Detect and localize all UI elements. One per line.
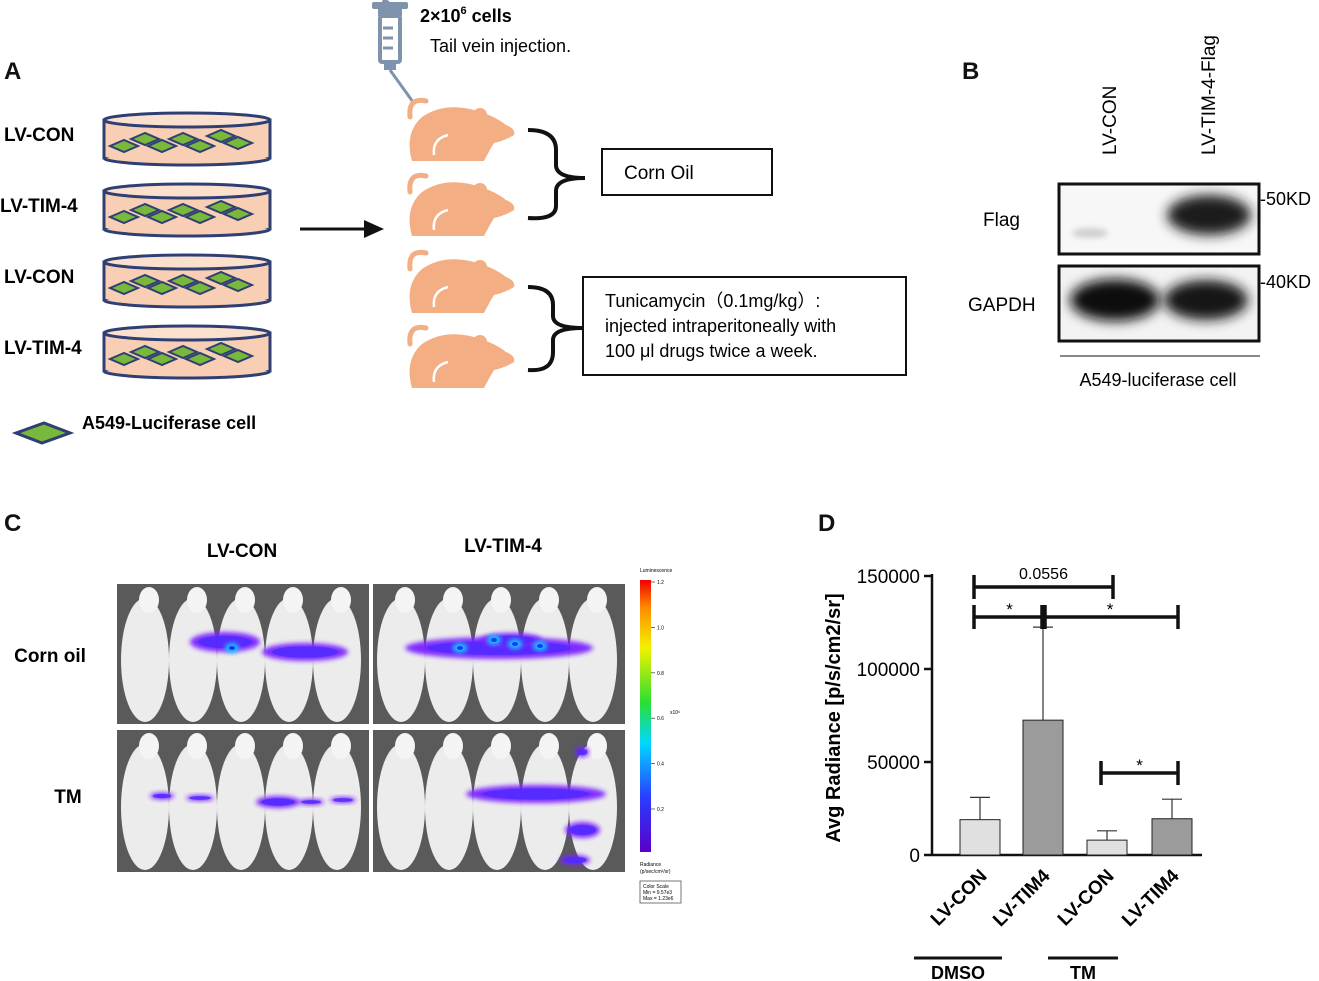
group-label: TM [1070,963,1096,981]
category-label: LV-TIM4 [989,865,1055,931]
corn-oil-box [601,148,773,196]
color-scale-box [639,880,682,904]
imaging-frame [117,584,369,724]
scale-tick-label: 1.0 [657,625,664,631]
mouse-icon [407,97,515,161]
imaging-frame [117,730,369,872]
category-label: LV-CON [927,866,992,931]
radiance-line-1: Radiance [640,862,661,868]
significance-label: 0.0556 [1019,566,1068,583]
row-label-corn-oil: Corn oil [14,646,86,667]
culture-dish [102,182,272,238]
panel-a-label: A [4,58,22,85]
column-label-lv-tim4: LV-TIM-4 [464,536,542,557]
arrow-icon [300,220,384,238]
tunicamycin-box [582,276,907,376]
mouse-group [407,97,515,388]
imaging-grid [117,584,625,872]
dish-label: LV-CON [4,267,74,288]
imaging-frame [373,730,625,872]
tunicamycin-line-2: injected intraperitoneally with [605,316,836,336]
column-label-lv-con: LV-CON [207,541,277,562]
culture-dish [102,324,272,380]
dish-label: LV-TIM-4 [0,196,78,217]
panel-d-bar-chart: Avg Radiance [p/s/cm2/sr] 0 50000 100000 15… [823,566,1202,981]
brace-corn-oil [527,128,586,221]
y-tick-label: 150000 [857,567,920,588]
marker-40kd: -40KD [1260,272,1311,292]
y-axis-label: Avg Radiance [p/s/cm2/sr] [823,593,845,842]
panel-a-schematic: 2×106 cells Tail vein injection. LV-CONL… [0,0,907,445]
dish-label: LV-CON [4,125,74,146]
scale-unit: x10⁶ [670,710,680,716]
scale-tick-label: 0.8 [657,671,664,677]
cell-legend-icon [11,421,75,445]
panel-c-label: C [4,510,22,537]
significance-label: * [1006,600,1013,619]
color-scale-line-2: Min = 9.57e3 [643,890,672,896]
panel-b-western-blot: LV-CON LV-TIM-4-Flag Flag GAPDH -50KD -4… [968,35,1311,390]
scale-tick-group: 1.2 1.0 0.8 0.6 0.4 0.2 [651,580,664,813]
y-tick-label: 100000 [857,660,920,681]
brace-tunicamycin [527,285,584,373]
significance-bracket [1099,761,1180,785]
mouse-icon [407,172,515,236]
panel-b-label: B [962,58,980,85]
tunicamycin-line-3: 100 μl drugs twice a week. [605,341,817,361]
marker-50kd: -50KD [1260,189,1311,209]
bar [959,819,1001,856]
injection-route-text: Tail vein injection. [430,36,571,56]
bar [1022,719,1064,856]
scale-tick-label: 0.6 [657,716,664,722]
bar [1151,818,1193,856]
corn-oil-text: Corn Oil [624,163,694,184]
category-label: LV-TIM4 [1118,865,1184,931]
lane-label-lv-tim4-flag: LV-TIM-4-Flag [1199,35,1220,155]
tunicamycin-line-1: Tunicamycin（0.1mg/kg）: [605,291,820,311]
significance-label: * [1107,600,1114,619]
significance-bracket [972,575,1115,599]
scale-title: Luminescence [640,568,672,574]
gapdh-band-2 [1164,280,1248,320]
bar [1086,839,1128,856]
radiance-line-2: (p/sec/cm²/sr) [640,869,671,875]
flag-band [1167,195,1251,235]
y-tick-label: 50000 [867,753,920,774]
culture-dish [102,253,272,309]
category-label: LV-CON [1054,866,1119,931]
group-label: DMSO [931,963,985,981]
cell-legend-label: A549-Luciferase cell [82,413,256,433]
scale-tick-label: 1.2 [657,580,664,586]
row-label-tm: TM [54,787,81,808]
mouse-icon [407,249,515,313]
gapdh-band-1 [1070,279,1160,321]
mouse-icon [407,324,515,388]
flag-faint-band [1072,228,1108,238]
cell-line-label: A549-luciferase cell [1079,370,1236,390]
luminescence-colorbar [640,580,651,852]
panel-c-imaging: LV-CON LV-TIM-4 Corn oil TM Luminescence… [14,536,682,904]
row-label-flag: Flag [983,210,1020,231]
y-tick-label: 0 [909,846,920,867]
row-label-gapdh: GAPDH [968,295,1036,316]
culture-dish-group [102,111,272,380]
scale-tick-label: 0.4 [657,762,664,768]
panel-d-label: D [818,510,836,537]
significance-bracket [1040,605,1180,629]
significance-label: * [1136,756,1143,775]
scale-tick-label: 0.2 [657,807,664,813]
imaging-frame [373,584,625,724]
dish-label: LV-TIM-4 [4,338,82,359]
color-scale-line-3: Max = 1.23e6 [643,896,674,902]
injection-cells-text: 2×106 cells [420,5,512,26]
lane-label-lv-con: LV-CON [1100,86,1121,155]
syringe-icon [372,0,415,103]
culture-dish [102,111,272,167]
color-scale-line-1: Color Scale [643,884,669,890]
